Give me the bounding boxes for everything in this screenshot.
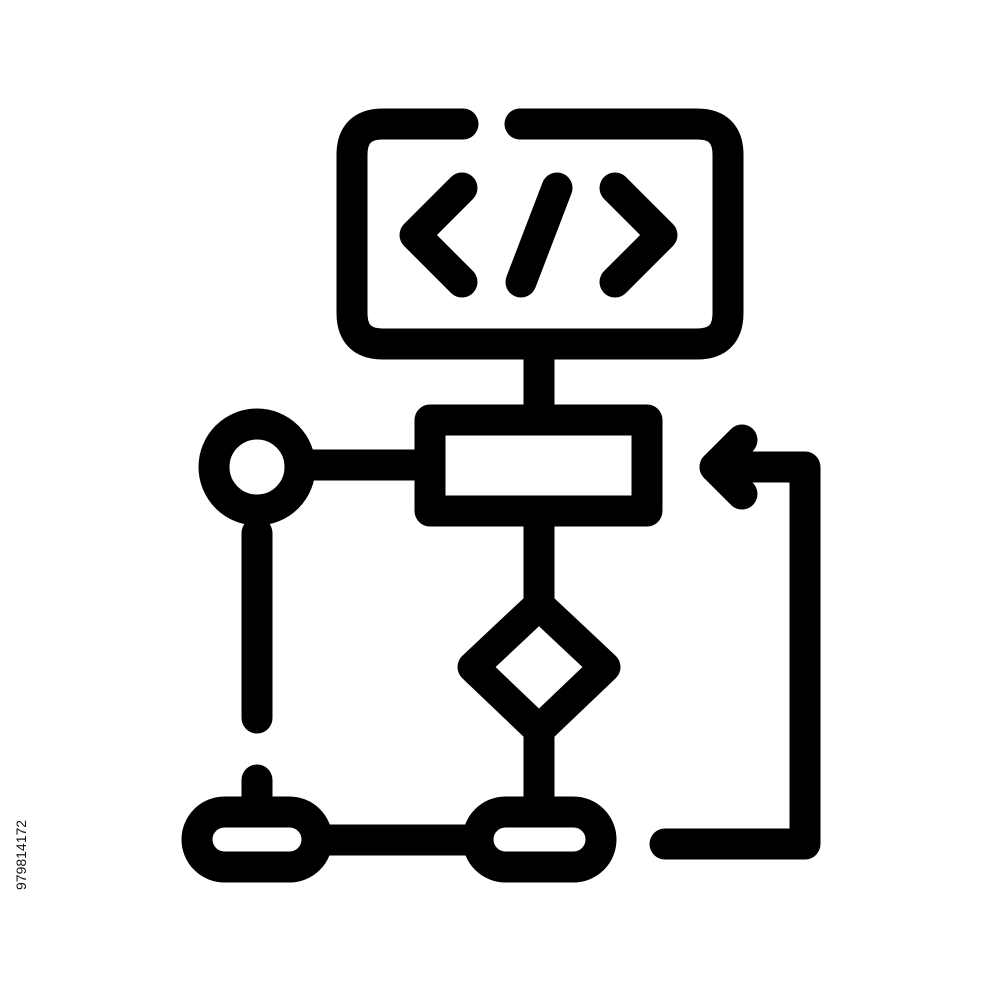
code-right-bracket-icon xyxy=(599,172,678,298)
decision-diamond xyxy=(457,589,621,746)
code-left-bracket-icon xyxy=(399,172,478,298)
side-text: 979814172 xyxy=(13,819,29,890)
arrow-head-icon xyxy=(699,424,758,510)
left-terminator xyxy=(181,796,333,883)
loop-back-line xyxy=(649,451,821,860)
right-terminator xyxy=(462,796,617,883)
code-slash-icon xyxy=(505,172,573,298)
